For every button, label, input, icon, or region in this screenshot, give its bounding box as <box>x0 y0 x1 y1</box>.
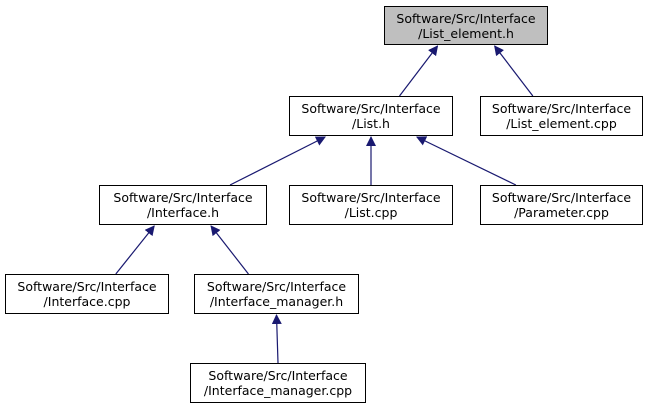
node-path-prefix: Software/Src/Interface <box>491 101 632 116</box>
node-path-prefix: Software/Src/Interface <box>491 190 632 205</box>
edge-list_h-to-list_element_h <box>399 45 439 97</box>
node-path-prefix: Software/Src/Interface <box>301 190 441 205</box>
node-file-name: /List.cpp <box>344 205 398 220</box>
node-list-element-cpp[interactable]: Software/Src/Interface /List_element.cpp <box>480 96 643 136</box>
edge-list_element_cpp-to-list_element_h <box>494 45 534 97</box>
node-file-name: /Interface.cpp <box>43 294 131 309</box>
node-path-prefix: Software/Src/Interface <box>208 368 348 383</box>
node-list-element-h[interactable]: Software/Src/Interface /List_element.h <box>384 6 548 45</box>
edge-interface_cpp-to-interface_h <box>115 225 155 275</box>
node-file-name: /List.h <box>352 116 390 131</box>
node-interface-cpp[interactable]: Software/Src/Interface /Interface.cpp <box>5 274 169 314</box>
node-interface-h[interactable]: Software/Src/Interface /Interface.h <box>99 185 267 225</box>
node-path-prefix: Software/Src/Interface <box>17 279 157 294</box>
node-list-cpp[interactable]: Software/Src/Interface /List.cpp <box>289 185 453 225</box>
edge-interface_h-to-list_h <box>229 136 326 186</box>
node-list-h[interactable]: Software/Src/Interface /List.h <box>289 96 453 136</box>
node-interface-manager-h[interactable]: Software/Src/Interface /Interface_manage… <box>194 274 359 314</box>
node-file-name: /Interface_manager.cpp <box>203 383 353 398</box>
edge-parameter_cpp-to-list_h <box>416 136 517 186</box>
node-parameter-cpp[interactable]: Software/Src/Interface /Parameter.cpp <box>480 185 643 225</box>
node-file-name: /Interface.h <box>146 205 220 220</box>
node-interface-manager-cpp[interactable]: Software/Src/Interface /Interface_manage… <box>190 363 366 403</box>
edge-interface_manager_h-to-interface_h <box>210 225 249 275</box>
node-path-prefix: Software/Src/Interface <box>301 101 441 116</box>
node-path-prefix: Software/Src/Interface <box>113 190 253 205</box>
edge-interface_manager_cpp-to-interface_manager_h <box>271 314 282 364</box>
node-file-name: /Parameter.cpp <box>514 205 609 220</box>
node-file-name: /List_element.cpp <box>506 116 617 131</box>
node-path-prefix: Software/Src/Interface <box>396 10 536 26</box>
node-file-name: /List_element.h <box>418 25 514 41</box>
node-path-prefix: Software/Src/Interface <box>206 279 347 294</box>
node-file-name: /Interface_manager.h <box>209 294 344 309</box>
